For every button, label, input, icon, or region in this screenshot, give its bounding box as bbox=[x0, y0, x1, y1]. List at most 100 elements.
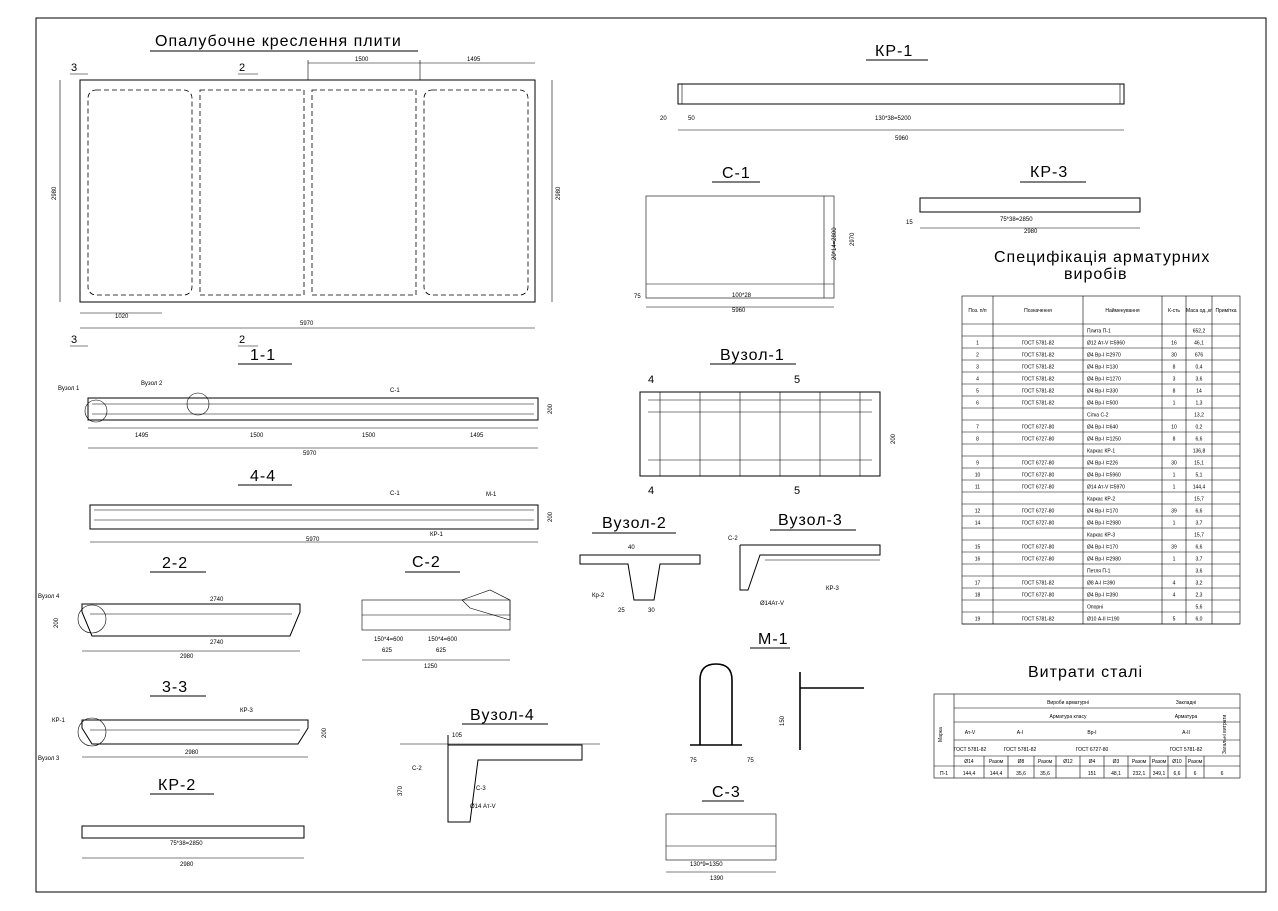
node-2: Вузол-2 40 Кр-2 25 30 bbox=[579, 515, 701, 614]
steel-sub-cell: Разом bbox=[1038, 759, 1053, 765]
spec-cell: ГОСТ 5781-82 bbox=[1022, 353, 1055, 359]
svg-text:Ø14Ат-V: Ø14Ат-V bbox=[760, 601, 784, 607]
node1-title: Вузол-1 bbox=[720, 347, 785, 364]
spec-cell: Ø4 Вр-I l=2980 bbox=[1087, 557, 1121, 563]
spec-cell: ГОСТ 5781-82 bbox=[1022, 581, 1055, 587]
spec-cell: ГОСТ 6727-80 bbox=[1022, 557, 1055, 563]
svg-text:625: 625 bbox=[382, 648, 393, 654]
steel-sub-cell: Ø3 bbox=[1113, 759, 1120, 765]
section-1-1-title: 1-1 bbox=[250, 347, 276, 364]
steel-row-cell: 349,1 bbox=[1153, 771, 1166, 777]
spec-cell: 3 bbox=[1173, 377, 1176, 383]
spec-cell: 3,2 bbox=[1196, 581, 1203, 587]
svg-text:200: 200 bbox=[548, 403, 554, 414]
svg-text:200: 200 bbox=[322, 727, 328, 738]
spec-cell: ГОСТ 5781-82 bbox=[1022, 401, 1055, 407]
spec-cell: Ø8 А-I l=390 bbox=[1087, 581, 1115, 587]
steel-class-cell: Вр-I bbox=[1087, 730, 1096, 736]
steel-row-cell: 35,6 bbox=[1016, 771, 1026, 777]
svg-text:Ø14 Ат-V: Ø14 Ат-V bbox=[470, 804, 496, 810]
steel-sub-cell: Разом bbox=[1188, 759, 1203, 765]
spec-cell: ГОСТ 6727-80 bbox=[1022, 593, 1055, 599]
steel-class-cell: Ат-V bbox=[965, 730, 976, 736]
spec-header-cell: К-сть bbox=[1168, 308, 1180, 314]
spec-cell: 1 bbox=[1173, 485, 1176, 491]
spec-cell: 3,6 bbox=[1196, 377, 1203, 383]
formwork-title: Опалубочне креслення плити bbox=[155, 33, 402, 50]
svg-text:Кр-2: Кр-2 bbox=[592, 593, 605, 599]
spec-cell: Ø10 А-II l=190 bbox=[1087, 617, 1120, 623]
spec-cell: 676 bbox=[1195, 353, 1204, 359]
steel-h-total: Загальні витрати bbox=[1222, 714, 1228, 754]
spec-cell: ГОСТ 6727-80 bbox=[1022, 461, 1055, 467]
spec-cell: 0,4 bbox=[1196, 365, 1203, 371]
spec-cell: 3,6 bbox=[1196, 569, 1203, 575]
svg-text:С-1: С-1 bbox=[390, 388, 400, 394]
steel-h-products: Вироби арматурні bbox=[1047, 700, 1089, 706]
spec-cell: Ø4 Вр-I l=2980 bbox=[1087, 521, 1121, 527]
spec-header-cell: Найменування bbox=[1105, 307, 1140, 314]
svg-text:150*4=600: 150*4=600 bbox=[374, 637, 404, 643]
spec-cell: ГОСТ 6727-80 bbox=[1022, 521, 1055, 527]
svg-text:150*4=600: 150*4=600 bbox=[428, 637, 458, 643]
spec-cell: ГОСТ 6727-80 bbox=[1022, 473, 1055, 479]
spec-cell: 136,8 bbox=[1193, 449, 1206, 455]
spec-cell: 39 bbox=[1171, 545, 1177, 551]
spec-cell: ГОСТ 6727-80 bbox=[1022, 425, 1055, 431]
svg-text:20: 20 bbox=[660, 116, 667, 122]
spec-cell: 1 bbox=[1173, 473, 1176, 479]
spec-cell: Ø4 Вр-I l=170 bbox=[1087, 545, 1118, 551]
steel-gost-cell: ГОСТ 6727-80 bbox=[1076, 747, 1109, 753]
section-2-2-title: 2-2 bbox=[162, 555, 188, 572]
node-4: Вузол-4 С-3 С-2 Ø14 Ат-V 105 370 bbox=[398, 707, 600, 823]
steel-sub-cell: Разом bbox=[1152, 759, 1167, 765]
steel-row-cell: 151 bbox=[1088, 771, 1097, 777]
node-3: Вузол-3 Ø14Ат-V КР-3 С-2 bbox=[728, 512, 881, 607]
steel-gost-cell: ГОСТ 5781-82 bbox=[954, 747, 987, 753]
spec-cell: Ø4 Вр-I l=170 bbox=[1087, 509, 1118, 515]
spec-cell: 5,1 bbox=[1196, 473, 1203, 479]
spec-cell: ГОСТ 5781-82 bbox=[1022, 389, 1055, 395]
spec-cell: 16 bbox=[1171, 341, 1177, 347]
spec-cell: 3,7 bbox=[1196, 557, 1203, 563]
section-4-4: 4-4 С-1 М-1 КР-1 5970 200 bbox=[89, 468, 554, 543]
svg-text:5: 5 bbox=[794, 485, 800, 497]
spec-cell: 9 bbox=[976, 461, 979, 467]
svg-text:40: 40 bbox=[628, 545, 635, 551]
spec-title-2: виробів bbox=[1064, 266, 1127, 283]
spec-cell: Ø4 Вр-I l=1270 bbox=[1087, 377, 1121, 383]
steel-row-cell: 232,1 bbox=[1133, 771, 1146, 777]
spec-header-cell: Поз. п/п bbox=[968, 308, 986, 314]
m1-title: М-1 bbox=[758, 631, 789, 648]
spec-cell: 46,1 bbox=[1194, 341, 1204, 347]
spec-cell: Плита П-1 bbox=[1087, 329, 1111, 335]
c3-mesh: С-3 130*9=1350 1390 bbox=[665, 784, 777, 882]
spec-cell: 10 bbox=[1171, 425, 1177, 431]
node-1: Вузол-1 4 5 4 5 200 bbox=[639, 347, 897, 497]
svg-text:25: 25 bbox=[618, 608, 625, 614]
section-3-3: 3-3 КР-3 КР-1 Вузол 3 2980 200 bbox=[38, 679, 328, 762]
spec-cell: Ø4 Вр-I l=500 bbox=[1087, 401, 1118, 407]
spec-cell: 12 bbox=[975, 509, 981, 515]
c3-title: С-3 bbox=[712, 784, 741, 801]
spec-cell: ГОСТ 6727-80 bbox=[1022, 545, 1055, 551]
svg-text:1495: 1495 bbox=[135, 433, 149, 439]
spec-header-cell: Позначення bbox=[1024, 308, 1052, 314]
steel-row-cell: 6,6 bbox=[1174, 771, 1181, 777]
kr2-title: КР-2 bbox=[158, 777, 196, 794]
spec-cell: ГОСТ 5781-82 bbox=[1022, 341, 1055, 347]
spec-cell: 5,6 bbox=[1196, 605, 1203, 611]
spec-header-cell: Примітка bbox=[1215, 308, 1236, 314]
spec-cell: Ø4 Вр-I l=1250 bbox=[1087, 437, 1121, 443]
c1-title: С-1 bbox=[722, 165, 751, 182]
svg-text:2980: 2980 bbox=[180, 654, 194, 660]
svg-text:100*28: 100*28 bbox=[732, 293, 752, 299]
spec-cell: Ø4 Вр-I l=390 bbox=[1087, 593, 1118, 599]
spec-cell: Ø12 Ат-V l=5960 bbox=[1087, 341, 1125, 347]
svg-text:2980: 2980 bbox=[180, 862, 194, 868]
svg-text:3: 3 bbox=[71, 334, 77, 346]
spec-cell: 13,2 bbox=[1194, 413, 1204, 419]
svg-text:КР-3: КР-3 bbox=[240, 708, 253, 714]
spec-cell: 144,4 bbox=[1193, 485, 1206, 491]
spec-cell: 6,0 bbox=[1196, 617, 1203, 623]
